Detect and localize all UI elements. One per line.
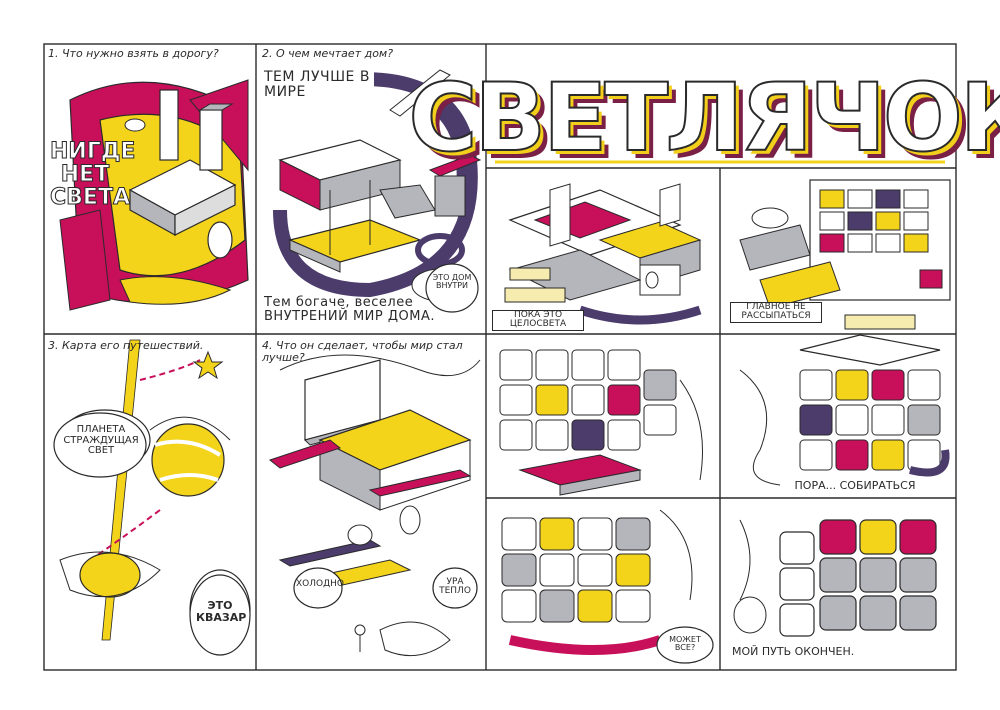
- panel-4-bubble-left: ХОЛОДНО: [296, 579, 344, 589]
- panel-6-art: [739, 179, 951, 330]
- panel-3-caption: 3. Карта его путешествий.: [48, 339, 204, 352]
- bubble-shape: [189, 574, 251, 656]
- panel-7-art: [499, 349, 703, 496]
- panel-4-caption: 4. Что он сделает, чтобы мир стал лучше?: [262, 339, 463, 364]
- bubble-shape: [656, 626, 714, 664]
- panel-4-art: [268, 354, 481, 657]
- panel-8-label: ПОРА... СОБИРАТЬСЯ: [794, 479, 916, 492]
- panel-1-art: [59, 79, 249, 311]
- panel-8-art: [739, 334, 950, 486]
- panel-1-caption: 1. Что нужно взять в дорогу?: [48, 47, 219, 60]
- panel-9-art: [501, 509, 693, 655]
- bubble-shape: [425, 263, 479, 313]
- panel-2-bubble: ЭТО ДОМ ВНУТРИ: [432, 273, 472, 291]
- panel-2-bottom-text: Тем богаче, веселее ВНУТРЕНИЙ МИР ДОМА.: [264, 295, 436, 324]
- bubble-shape: [293, 567, 343, 609]
- panel-6-label: ГЛАВНОЕ НЕ РАССЫПАТЬСЯ: [730, 302, 822, 323]
- panel-4-bubble-right: УРА ТЕПЛО: [439, 577, 471, 597]
- panel-2-art: [273, 69, 482, 302]
- panel-3-bubble: ПЛАНЕТА СТРАЖДУЩАЯ СВЕТ: [63, 424, 139, 456]
- comic-title: СВЕТЛЯЧОК: [407, 63, 1000, 174]
- outer-frame: [43, 43, 957, 671]
- comic-sheet: СВЕТЛЯЧОК 1. Что нужно взять в дорогу? 2…: [40, 40, 1000, 674]
- panel-1-big-text: НИГДЕ НЕТ СВЕТА: [50, 139, 136, 211]
- bubble-shape: [53, 412, 147, 478]
- panel-5-art: [504, 183, 702, 325]
- panel-10-label: МОЙ ПУТЬ ОКОНЧЕН.: [732, 645, 855, 658]
- bubble-shape: [432, 567, 478, 609]
- panel-5-label: ПОКА ЭТО ЦЕЛОСВЕТА: [492, 310, 584, 331]
- panel-2-caption: 2. О чем мечтает дом?: [262, 47, 394, 60]
- panel-10-art: [733, 519, 937, 637]
- panel-3-bottom-bubble: ЭТО КВАЗАР: [196, 599, 247, 624]
- comic-artwork: [43, 43, 957, 671]
- panel-9-bubble: МОЖЕТ ВСЕ?: [669, 635, 701, 653]
- panel-2-top-text: ТЕМ ЛУЧШЕ В МИРЕ: [264, 70, 374, 100]
